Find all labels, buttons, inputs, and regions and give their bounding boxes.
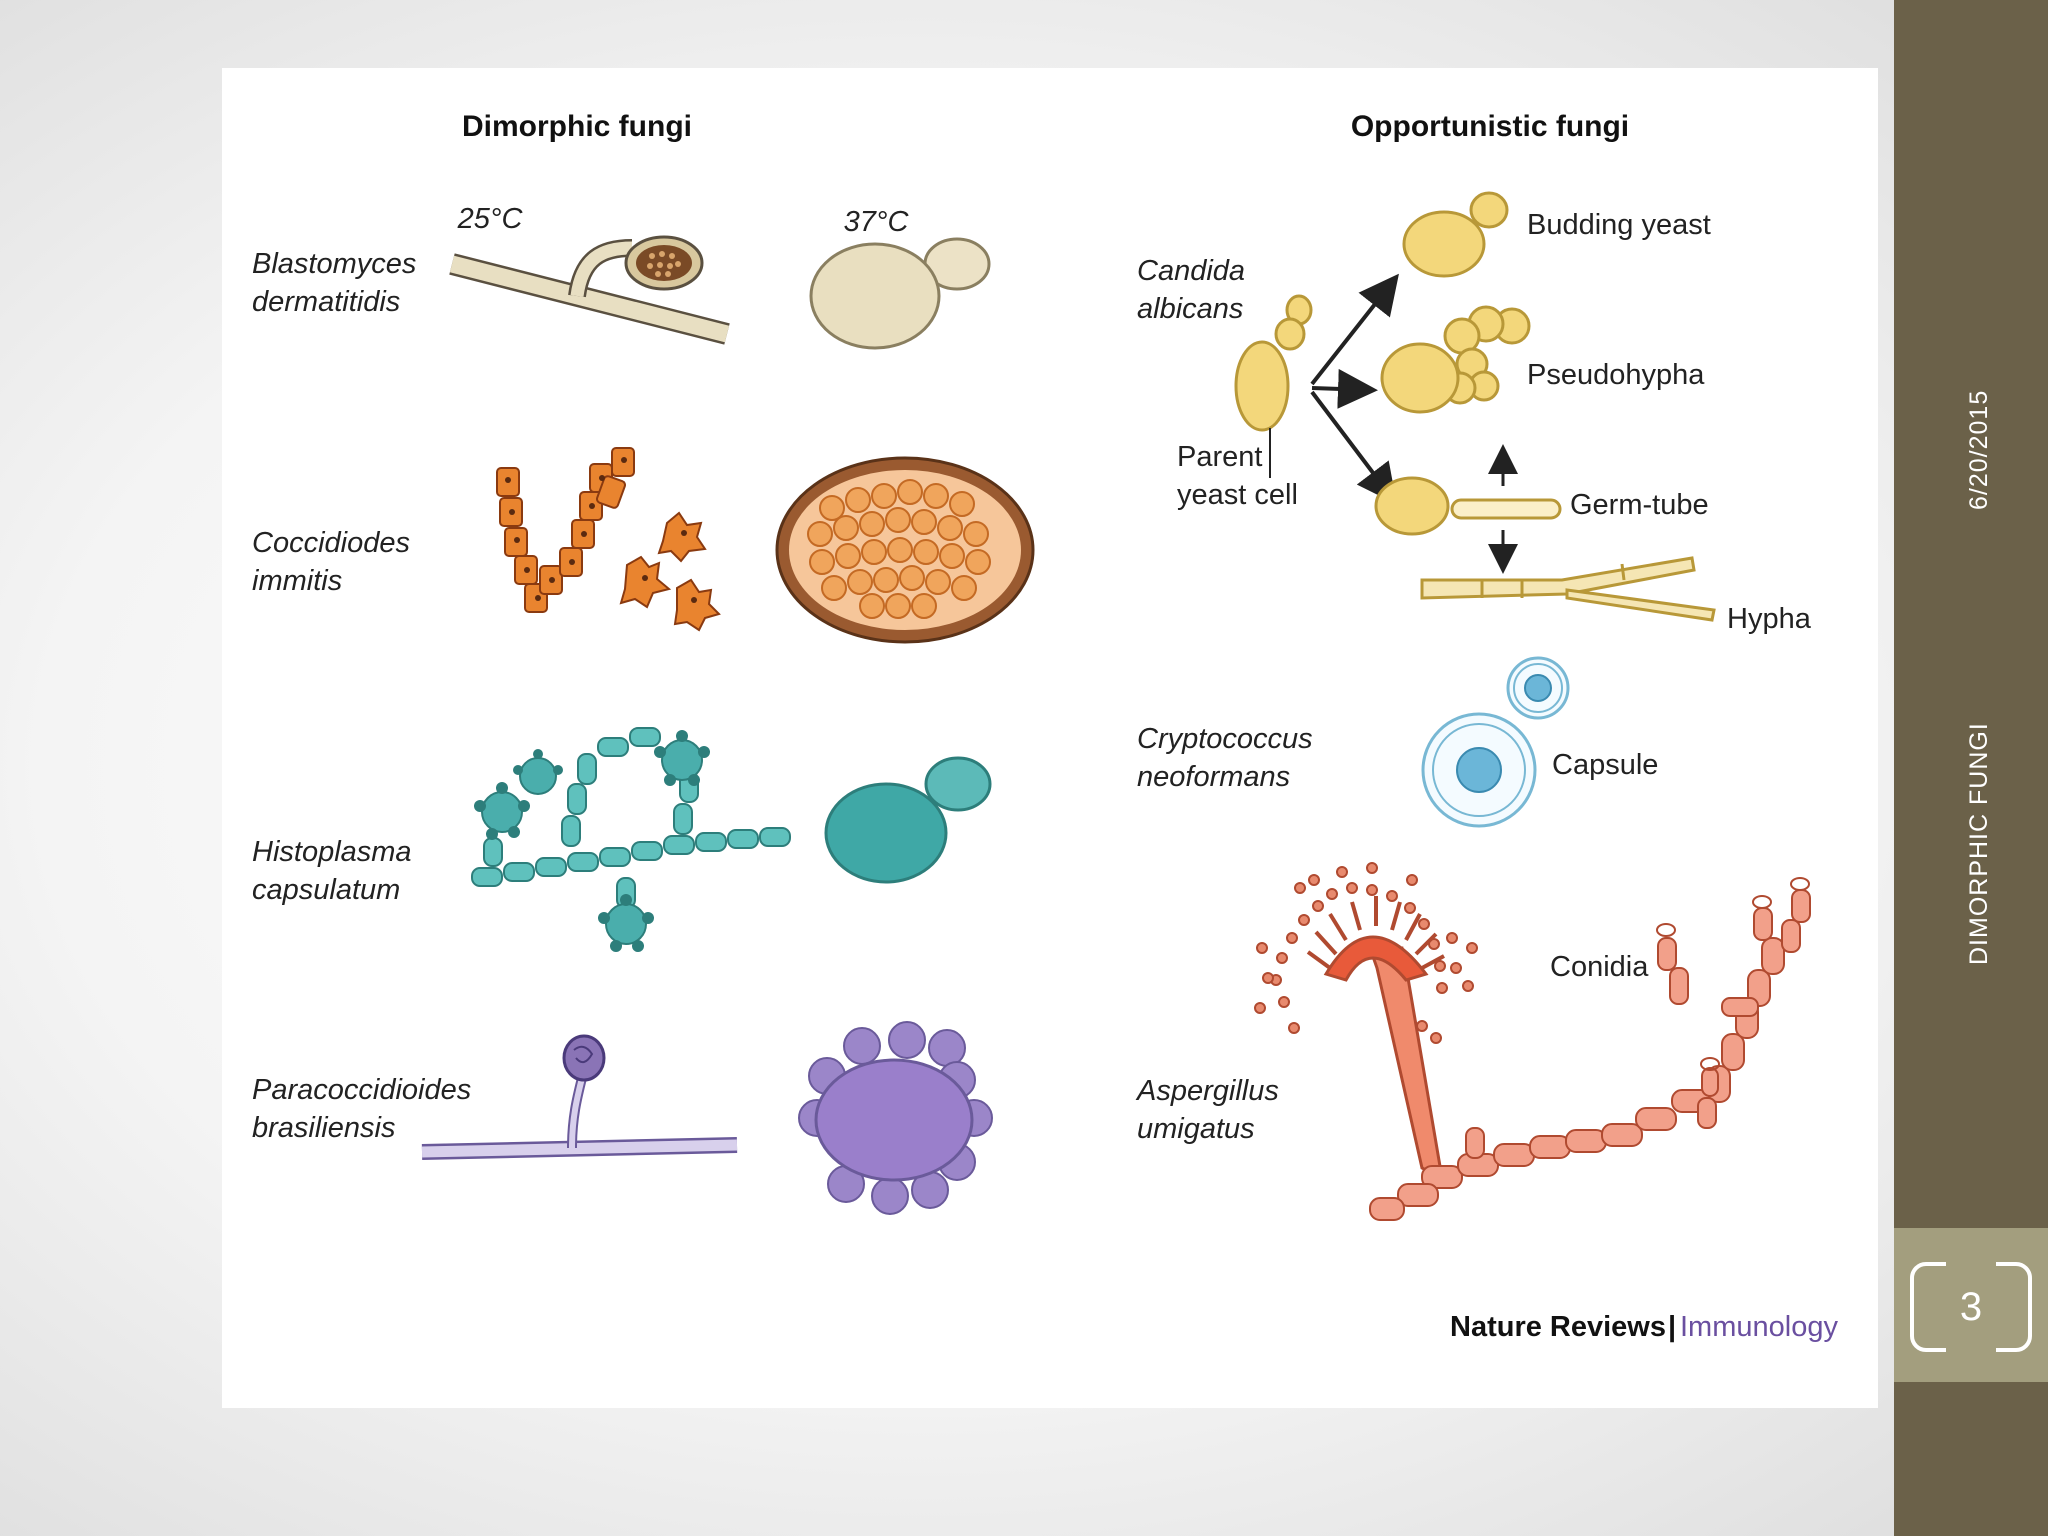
cryptococcus-label-2: neoformans bbox=[1137, 761, 1290, 793]
budding-yeast bbox=[1402, 191, 1509, 278]
dimorphic-heading: Dimorphic fungi bbox=[462, 110, 692, 143]
aspergillus-label-1: Aspergillus bbox=[1135, 1075, 1279, 1107]
parent-label-2: yeast cell bbox=[1177, 479, 1298, 511]
coccidiodes-label-1: Coccidiodes bbox=[252, 527, 410, 559]
pseudohypha-label: Pseudohypha bbox=[1527, 359, 1705, 391]
aspergillus-label-2: umigatus bbox=[1137, 1113, 1255, 1145]
page-number-box bbox=[1894, 1228, 2048, 1382]
candida-label-2: albicans bbox=[1137, 293, 1243, 325]
fungi-diagram: Dimorphic fungi Opportunistic fungi 25°C… bbox=[252, 110, 1838, 1343]
aspergillus-tips bbox=[1656, 877, 1810, 1071]
histoplasma-label-1: Histoplasma bbox=[252, 836, 412, 868]
candida-parent-yeast bbox=[1234, 294, 1313, 432]
cryptococcus-label-1: Cryptococcus bbox=[1137, 723, 1313, 755]
credit-section: Immunology bbox=[1680, 1311, 1838, 1343]
coccidiodes-arthroconidia bbox=[496, 447, 721, 632]
page-number: 3 bbox=[1959, 1285, 1983, 1329]
slide-date: 6/20/2015 bbox=[1965, 389, 1993, 510]
paracocci-pilot-wheel bbox=[798, 1021, 993, 1215]
histoplasma-label-2: capsulatum bbox=[252, 874, 400, 906]
capsule-label: Capsule bbox=[1552, 749, 1658, 781]
parent-label-1: Parent bbox=[1177, 441, 1262, 473]
paracocci-label-2: brasiliensis bbox=[252, 1112, 395, 1144]
candida-arrows bbox=[1310, 273, 1518, 574]
credit-separator: | bbox=[1668, 1311, 1676, 1343]
paracocci-label-1: Paracoccidioides bbox=[252, 1074, 471, 1106]
blastomyces-label-1: Blastomyces bbox=[252, 248, 416, 280]
blastomyces-yeast bbox=[809, 237, 991, 350]
credit-journal: Nature Reviews bbox=[1450, 1311, 1666, 1343]
germ-tube-label: Germ-tube bbox=[1570, 489, 1709, 521]
cryptococcus-cells bbox=[1421, 656, 1570, 828]
conidia-label: Conidia bbox=[1550, 951, 1649, 983]
histoplasma-hyphae bbox=[471, 727, 791, 909]
aspergillus-conidiophore bbox=[1254, 862, 1478, 1181]
budding-yeast-label: Budding yeast bbox=[1527, 209, 1711, 241]
coccidiodes-spherule bbox=[775, 456, 1035, 644]
fungi-figure: Dimorphic fungi Opportunistic fungi 25°C… bbox=[222, 68, 1878, 1408]
temp-25-label: 25°C bbox=[457, 203, 524, 235]
temp-37-label: 37°C bbox=[844, 206, 910, 238]
pseudohypha bbox=[1380, 305, 1531, 414]
candida-hypha bbox=[1420, 556, 1716, 622]
blastomyces-label-2: dermatitidis bbox=[252, 286, 400, 318]
hypha-label: Hypha bbox=[1727, 603, 1812, 635]
histoplasma-conidia bbox=[474, 730, 710, 952]
paracocci-hypha bbox=[421, 1034, 738, 1160]
coccidiodes-label-2: immitis bbox=[252, 565, 342, 597]
histoplasma-yeast bbox=[824, 756, 992, 884]
blastomyces-hypha bbox=[449, 235, 730, 345]
slide-footer-title: DIMORPHIC FUNGI bbox=[1965, 722, 1993, 965]
candida-label-1: Candida bbox=[1137, 255, 1245, 287]
opportunistic-heading: Opportunistic fungi bbox=[1351, 110, 1629, 143]
germ-tube bbox=[1374, 476, 1562, 536]
